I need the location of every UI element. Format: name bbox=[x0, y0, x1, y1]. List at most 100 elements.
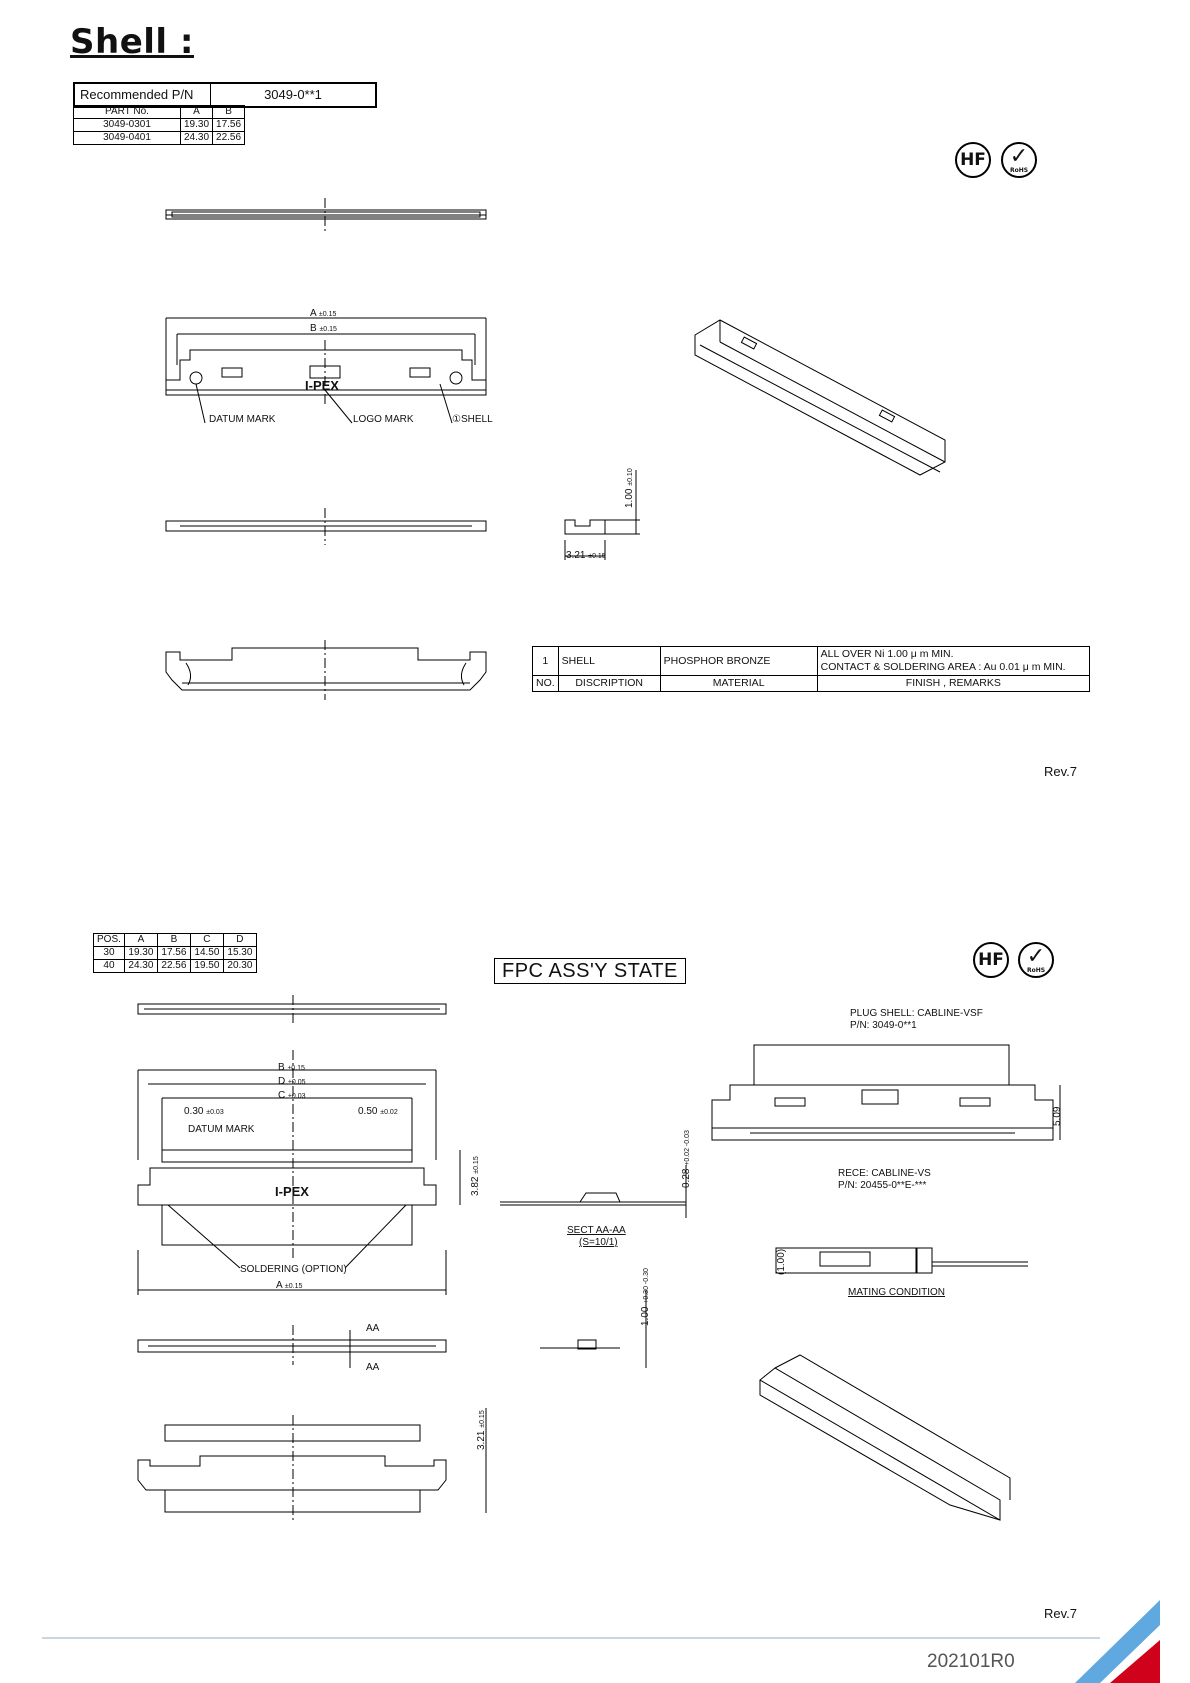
table-header: POS. bbox=[93, 933, 125, 947]
sect-tol: +0.02 -0.03 bbox=[684, 1130, 691, 1166]
section-mark-top: AA bbox=[366, 1323, 380, 1334]
logo-text: I-PEX bbox=[275, 1184, 309, 1199]
mating-front-view bbox=[711, 1044, 1061, 1141]
table-cell: 30 bbox=[93, 946, 125, 960]
side-h: 1.00 bbox=[640, 1306, 651, 1326]
table-header: NO. bbox=[532, 675, 559, 692]
depth-tol: ±0.15 bbox=[588, 553, 606, 560]
footer-code: 202101R0 bbox=[927, 1651, 1015, 1672]
section-mark-bottom: AA bbox=[366, 1362, 380, 1373]
tol-a: ±0.15 bbox=[284, 1283, 303, 1290]
table-header: C bbox=[189, 933, 224, 947]
dim-c: C bbox=[278, 1090, 286, 1101]
dim-b-label: B ±0.15 bbox=[310, 323, 337, 334]
height-tol: ±0.15 bbox=[473, 1156, 480, 1174]
table-header: FINISH , REMARKS bbox=[816, 675, 1091, 692]
table-header: MATERIAL bbox=[659, 675, 818, 692]
height-dim: 3.82 bbox=[470, 1176, 481, 1196]
side-h-label: 1.00 +0.30 -0.30 bbox=[640, 1268, 651, 1326]
depth-dim: 3.21 bbox=[566, 550, 586, 561]
table-row: PART No. A B bbox=[73, 105, 246, 119]
finish-line-2: CONTACT & SOLDERING AREA : Au 0.01 μ m M… bbox=[820, 661, 1066, 673]
dim-d-label: D ±0.05 bbox=[278, 1076, 305, 1087]
tol-a: ±0.15 bbox=[318, 311, 337, 318]
table-cell: 20.30 bbox=[222, 959, 257, 973]
pitch-right-tol: ±0.02 bbox=[380, 1109, 398, 1116]
recommended-label: Recommended P/N bbox=[75, 84, 211, 106]
shell-top-view bbox=[165, 198, 487, 232]
section-aa-view bbox=[500, 1165, 687, 1218]
shell-side-view bbox=[165, 508, 487, 545]
shell-end-view bbox=[564, 470, 640, 560]
dim-b-label: B ±0.15 bbox=[278, 1062, 305, 1073]
hf-badge-icon: HF bbox=[955, 142, 991, 178]
sect-scale: (S=10/1) bbox=[579, 1237, 618, 1248]
depth-dim-label: 3.21 ±0.15 bbox=[566, 550, 606, 561]
rohs-label: RoHS bbox=[1009, 166, 1029, 174]
side-tol: +0.30 -0.30 bbox=[643, 1268, 650, 1304]
fpc-assy-title: FPC ASS'Y STATE bbox=[494, 958, 686, 984]
depth-tol: ±0.15 bbox=[479, 1410, 486, 1428]
revision-label: Rev.7 bbox=[1044, 1606, 1077, 1621]
height-dim-label: 1.00 ±0.10 bbox=[624, 468, 635, 508]
table-cell: 40 bbox=[93, 959, 125, 973]
table-cell: 15.30 bbox=[222, 946, 257, 960]
table-row: POS. A B C D bbox=[93, 933, 257, 947]
pitch-left: 0.30 bbox=[184, 1106, 204, 1117]
table-row: NO. DISCRIPTION MATERIAL FINISH , REMARK… bbox=[532, 675, 1091, 692]
pitch-left-tol: ±0.03 bbox=[206, 1109, 224, 1116]
shell-bottom-view bbox=[165, 640, 487, 700]
height-dim-label: 3.82 ±0.15 bbox=[470, 1156, 481, 1196]
dim-a-label: A ±0.15 bbox=[310, 308, 336, 319]
check-icon: ✓ bbox=[1026, 943, 1046, 969]
rohs-badge-icon: ✓ RoHS bbox=[1018, 942, 1054, 978]
table-header: D bbox=[222, 933, 257, 947]
tol-c: ±0.03 bbox=[288, 1093, 306, 1100]
tol-d: ±0.05 bbox=[288, 1079, 306, 1086]
dim-d: D bbox=[278, 1076, 286, 1087]
dim-b: B bbox=[278, 1062, 285, 1073]
shell-isometric-view bbox=[694, 319, 946, 476]
datum-mark-label: DATUM MARK bbox=[209, 414, 276, 425]
fpc-side-view bbox=[137, 1325, 447, 1368]
table-cell: 1 bbox=[532, 646, 559, 676]
finish-line-1: ALL OVER Ni 1.00 μ m MIN. bbox=[820, 648, 954, 660]
logo-mark-label: LOGO MARK bbox=[353, 414, 414, 425]
table-cell: 19.50 bbox=[189, 959, 224, 973]
rece-label: RECE: CABLINE-VS bbox=[838, 1168, 931, 1179]
table-cell: PHOSPHOR BRONZE bbox=[659, 646, 818, 676]
height-tol: ±0.10 bbox=[627, 468, 634, 486]
recommended-value: 3049-0**1 bbox=[264, 87, 322, 102]
table-row: 3049-0301 19.30 17.56 bbox=[73, 118, 246, 132]
table-header: B bbox=[156, 933, 191, 947]
plug-shell-label: PLUG SHELL: CABLINE-VSF bbox=[850, 1008, 983, 1019]
fpc-front-view bbox=[137, 1050, 461, 1295]
dim-a: A bbox=[310, 308, 317, 319]
fpc-bottom-view bbox=[137, 1408, 487, 1520]
depth-dim-label: 3.21 ±0.15 bbox=[476, 1410, 487, 1450]
revision-label: Rev.7 bbox=[1044, 764, 1077, 779]
plug-pn-label: P/N: 3049-0**1 bbox=[850, 1020, 917, 1031]
mating-side-view bbox=[775, 1247, 1028, 1274]
height-dim: 1.00 bbox=[624, 488, 635, 508]
table-cell: SHELL bbox=[557, 646, 661, 676]
rohs-label: RoHS bbox=[1026, 966, 1046, 974]
table-cell: 19.30 bbox=[123, 946, 158, 960]
rohs-badge-icon: ✓ RoHS bbox=[1001, 142, 1037, 178]
table-cell: 14.50 bbox=[189, 946, 224, 960]
table-cell: ALL OVER Ni 1.00 μ m MIN. CONTACT & SOLD… bbox=[816, 646, 1091, 676]
sect-label: SECT AA-AA bbox=[567, 1225, 626, 1236]
page-title: Shell : bbox=[70, 22, 194, 62]
hf-badge-icon: HF bbox=[973, 942, 1009, 978]
material-table: 1 SHELL PHOSPHOR BRONZE ALL OVER Ni 1.00… bbox=[532, 646, 1091, 692]
dim-c-label: C ±0.03 bbox=[278, 1090, 305, 1101]
dim-a: A bbox=[276, 1280, 283, 1291]
table-cell: 24.30 bbox=[179, 131, 214, 145]
depth-dim: 3.21 bbox=[476, 1430, 487, 1450]
tol-b: ±0.15 bbox=[287, 1065, 305, 1072]
rece-pn-label: P/N: 20455-0**E-*** bbox=[838, 1180, 927, 1191]
corner-accent bbox=[42, 1600, 1160, 1683]
table-cell: 22.56 bbox=[212, 131, 246, 145]
soldering-label: SOLDERING (OPTION) bbox=[240, 1264, 347, 1275]
